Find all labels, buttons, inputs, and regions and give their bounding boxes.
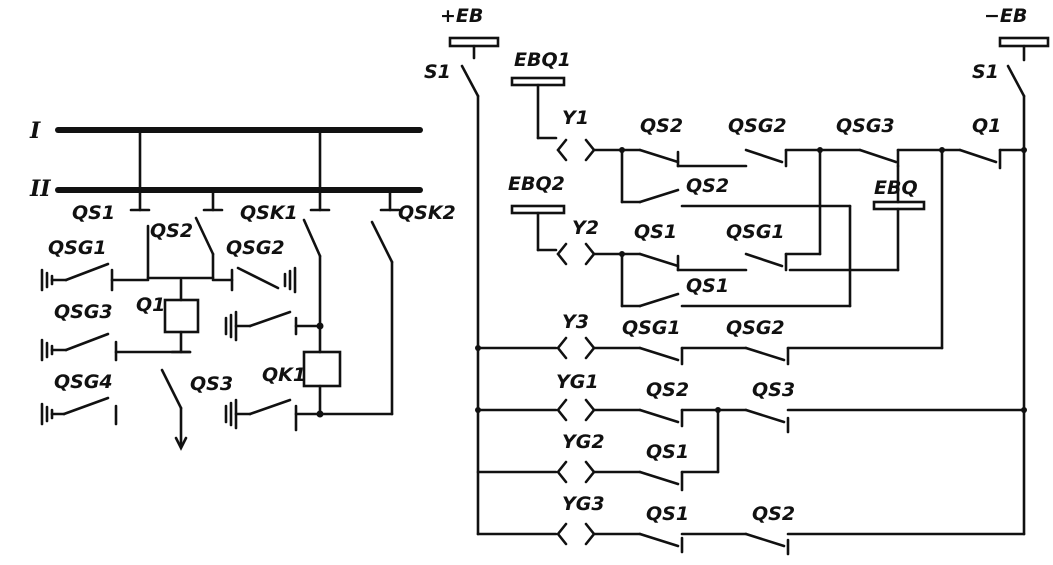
yg1-qs3-label: QS3 [752,379,795,401]
yg3-label: YG3 [562,493,605,515]
yg2-label: YG2 [562,431,605,453]
q1-breaker [163,298,200,334]
qsk1-blade [302,218,322,258]
yg1-coil [556,398,596,422]
s1-left-switch [460,64,480,98]
qs3-blade [160,368,183,410]
qsk2-label: QSK2 [398,202,456,224]
y3-coil [556,336,596,360]
earth-icon [40,402,54,426]
bus-1-label: I [29,118,41,144]
qk1-breaker [302,350,342,388]
yg1-qs3-contact [744,408,786,424]
y1-qs2b-label: QS2 [686,175,729,197]
qsk2-blade [370,220,394,264]
yg2-qs1-contact [638,470,680,486]
qsg3-blade [64,332,110,352]
y1-q1-contact [958,148,998,164]
y1-label: Y1 [562,107,589,129]
earth-icon [224,398,238,430]
ebq-bus [872,200,926,211]
y3-label: Y3 [562,311,589,333]
q1-label: Q1 [136,294,165,316]
y2-label: Y2 [572,217,599,239]
y2-qsg1-label: QSG1 [726,221,785,243]
qsg2-label: QSG2 [226,237,285,259]
earth-icon [40,268,54,292]
qk1-earth-blade-upper [248,310,292,328]
y1-qs2b-contact [638,188,680,204]
yg2-coil [556,460,596,484]
y2-qs1b-label: QS1 [686,275,729,297]
yg2-qs1-label: QS1 [646,441,689,463]
y3-qsg2-contact [744,346,786,362]
yg1-label: YG1 [556,371,599,393]
y2-qs1-contact [638,252,680,268]
primary-circuit: I II QS1 QS2 QSK1 QSK2 QSG1 [29,118,456,451]
yg3-qs1-contact [638,532,680,548]
qsg1-label: QSG1 [48,237,107,259]
ebq1-label: EBQ1 [514,49,571,71]
qs2-blade [194,216,215,256]
yg3-qs1-label: QS1 [646,503,689,525]
earth-icon [40,338,54,362]
qsg2-blade [236,266,280,290]
qs3-label: QS3 [190,373,233,395]
y1-qsg3-label: QSG3 [836,115,895,137]
yg3-qs2-label: QS2 [752,503,795,525]
y3-qsg1-contact [638,346,680,362]
outgoing-arrow-icon [174,436,188,451]
y1-qsg2-contact [744,148,784,164]
y1-qs2-label: QS2 [640,115,683,137]
s1-left-label: S1 [424,61,451,83]
yg3-qs2-contact [744,532,786,548]
earth-icon [283,266,297,294]
y1-qs2-contact [638,148,680,164]
qsg1-blade [64,262,110,282]
qsk1-label: QSK1 [240,202,298,224]
y2-qs1b-contact [638,292,680,308]
y1-coil [556,138,596,162]
earth-icon [224,310,238,342]
qsg4-blade [62,396,110,416]
y1-q1-label: Q1 [972,115,1001,137]
ebq-label: EBQ [874,177,918,199]
bus-2-label: II [29,176,51,202]
y3-qsg1-label: QSG1 [622,317,681,339]
supply-plus-label: +EB [440,5,483,27]
qs2-label: QS2 [150,220,193,242]
qsg4-label: QSG4 [54,371,113,393]
qs1-label: QS1 [72,202,115,224]
qsg3-label: QSG3 [54,301,113,323]
qk1-earth-blade-lower [248,398,292,416]
control-circuit: +EB S1 −EB S1 EBQ1 Y1 QS2 QSG2 QSG3 [424,5,1050,556]
yg1-qs2-contact [638,408,680,424]
y2-qs1-label: QS1 [634,221,677,243]
y1-qsg2-label: QSG2 [728,115,787,137]
qk1-label: QK1 [262,364,306,386]
y1-qsg3-contact [858,148,898,164]
supply-minus-label: −EB [984,5,1027,27]
y3-qsg2-label: QSG2 [726,317,785,339]
yg1-qs2-label: QS2 [646,379,689,401]
yg3-coil [556,522,596,546]
s1-right-label: S1 [972,61,999,83]
y2-coil [556,242,596,266]
y2-qsg1-contact [744,252,784,268]
s1-right-switch [1006,64,1026,98]
ebq2-label: EBQ2 [508,173,565,195]
